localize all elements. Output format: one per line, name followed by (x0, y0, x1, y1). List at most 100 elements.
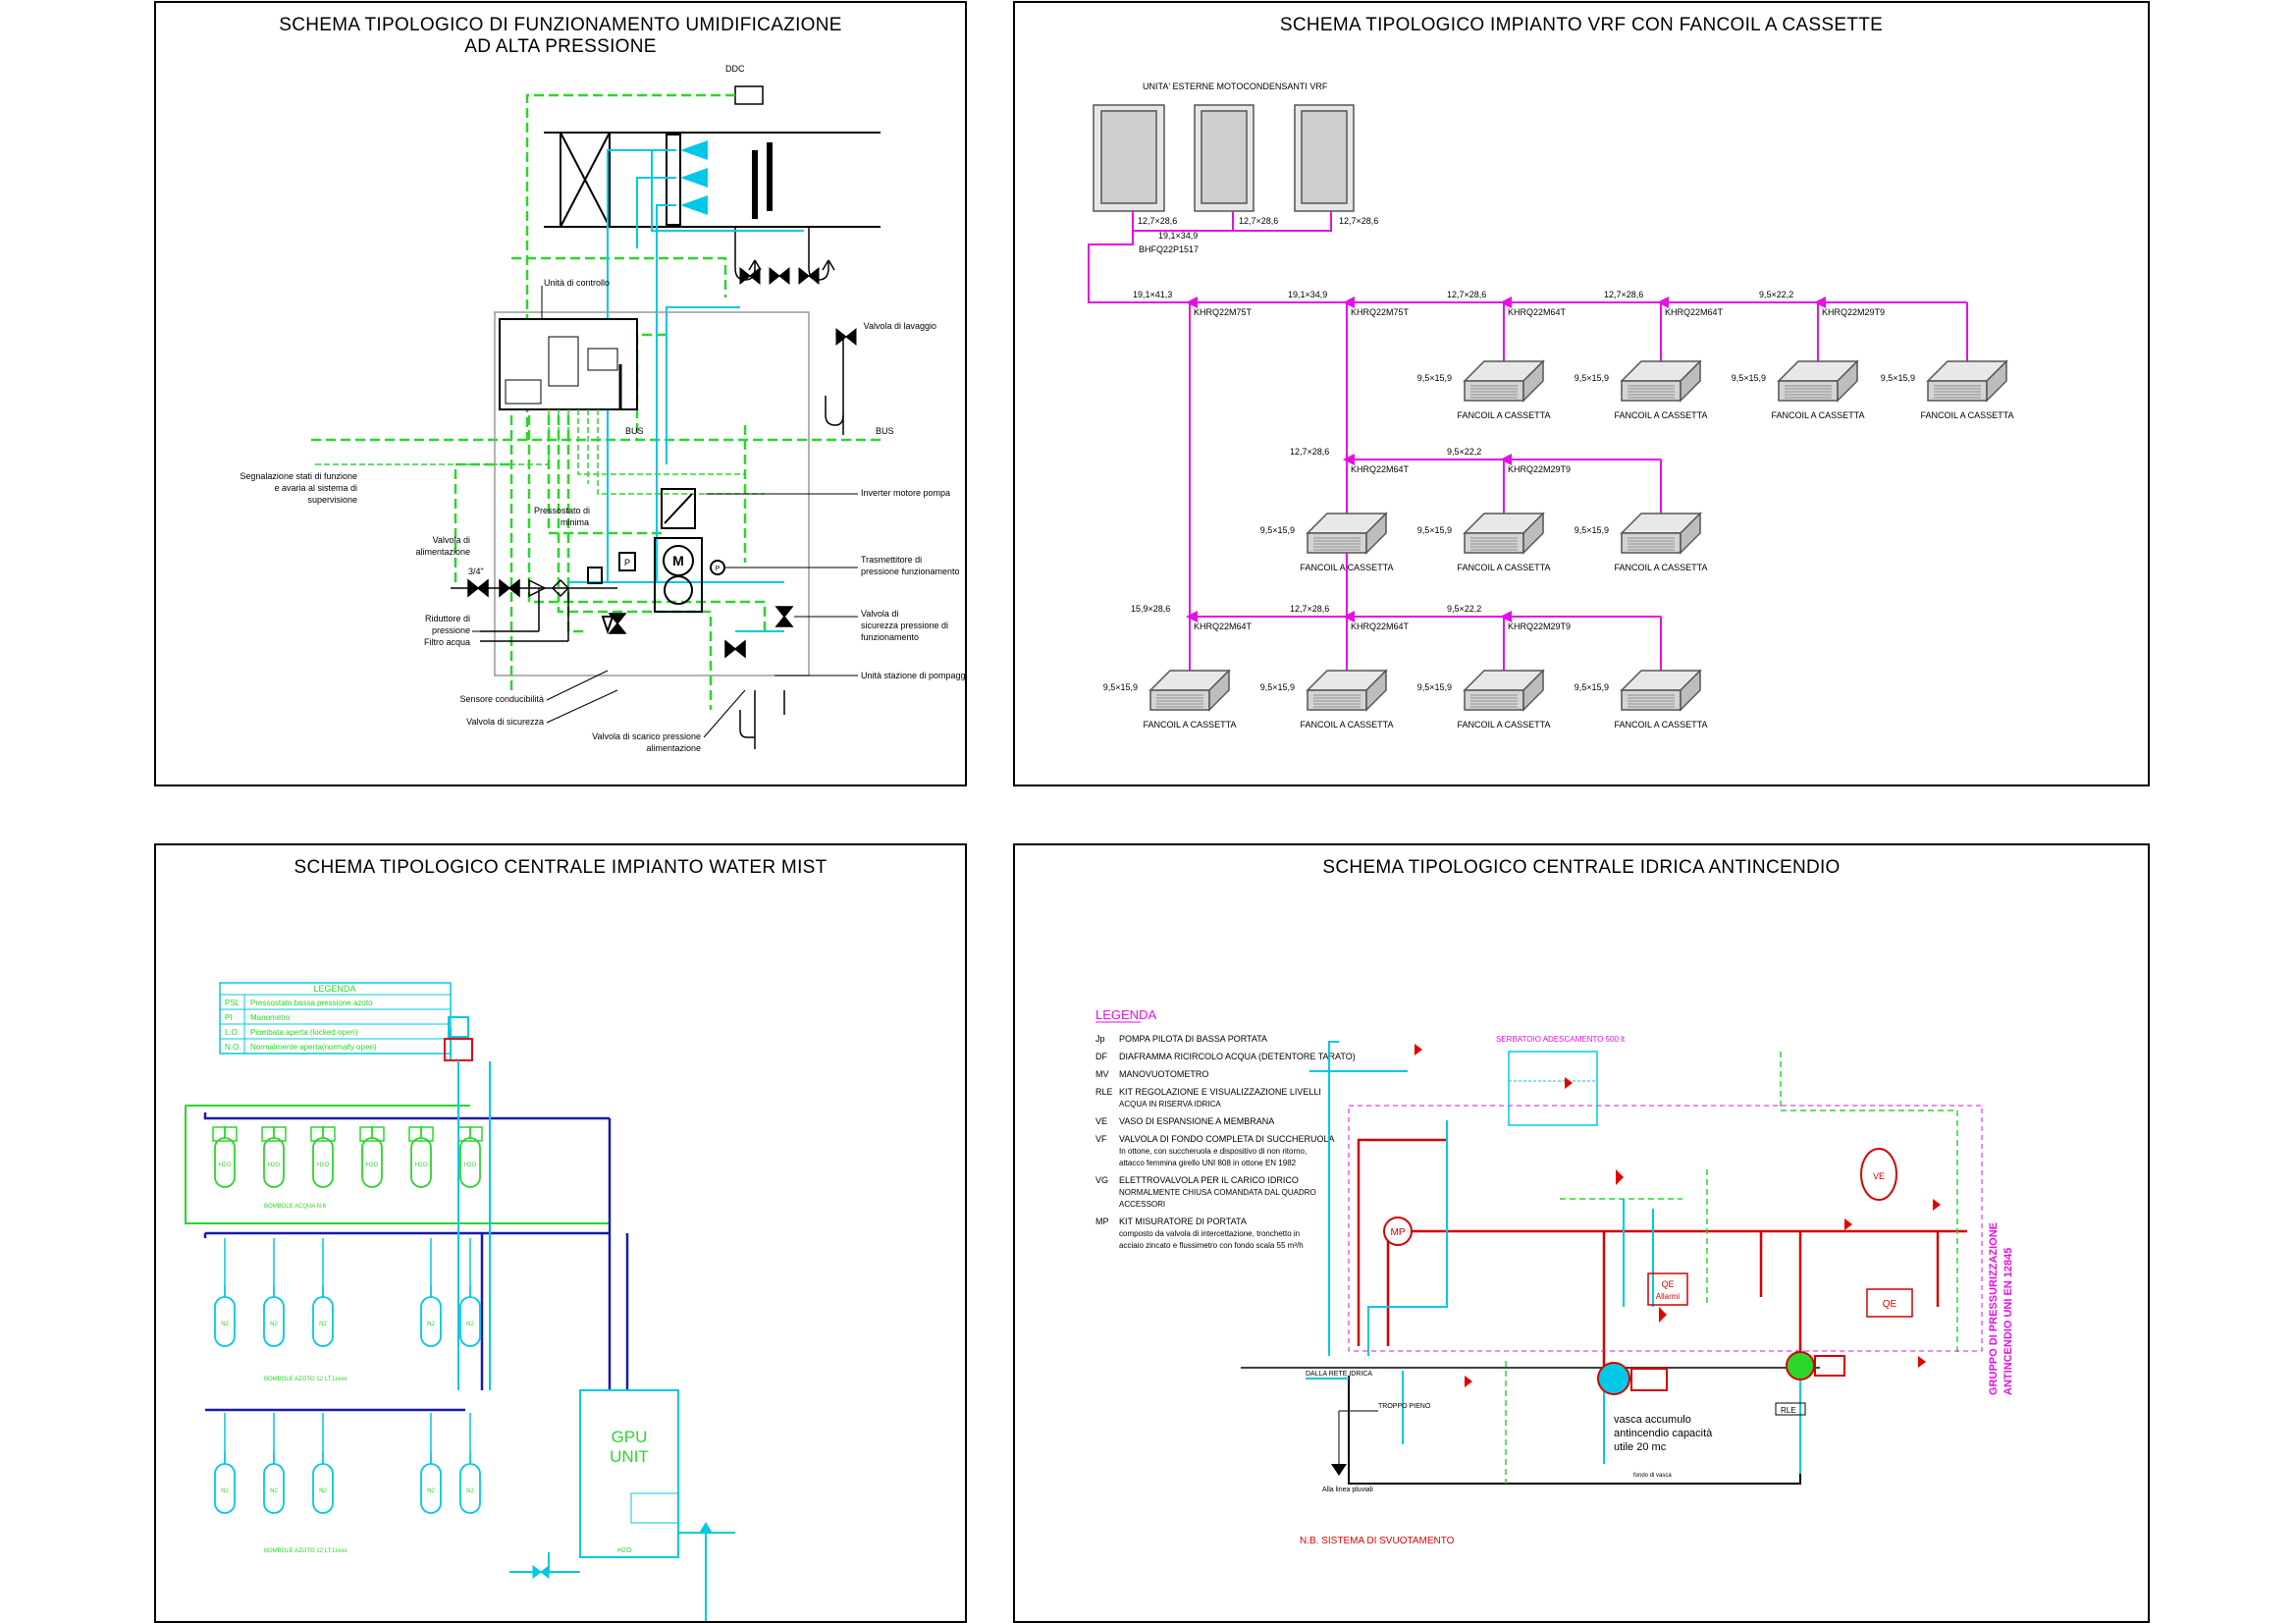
cylinder-valve (408, 1126, 434, 1142)
legend-desc: ACCESSORI (1119, 1200, 1165, 1209)
legend-code: MV (1095, 1069, 1109, 1079)
signals-label-2: e avaria al sistema di (274, 483, 357, 493)
control-unit-label: Unità di controllo (544, 278, 610, 288)
cassette-label: FANCOIL A CASSETTA (1457, 563, 1550, 572)
legend-desc: NORMALMENTE CHIUSA COMANDATA DAL QUADRO (1119, 1188, 1316, 1197)
cylinder-label: H2O (415, 1163, 428, 1168)
qe-alarm-label: Allarmi (1656, 1292, 1681, 1301)
pump-station-label: Unità stazione di pompaggio ad alta pres… (861, 671, 967, 680)
cylinder-label: N2 (270, 1488, 278, 1494)
cylinder-valve (212, 1126, 238, 1142)
cassette-label: FANCOIL A CASSETTA (1300, 563, 1393, 572)
joint-label: KHRQ22M64T (1351, 464, 1410, 474)
cylinder: N2 (214, 1285, 236, 1347)
reserve-tank: vasca accumulo antincendio capacità util… (1241, 1367, 1820, 1485)
discharge-label-1: Valvola di scarico pressione (592, 731, 701, 741)
panel-title: SCHEMA TIPOLOGICO CENTRALE IDRICA ANTINC… (1322, 857, 1841, 878)
cassette-pipe-size: 9,5×15,9 (1575, 682, 1609, 692)
cylinder: H2O (214, 1126, 236, 1188)
vrf-diagram: UNITA' ESTERNE MOTOCONDENSANTI VRF 12,7×… (1088, 81, 2014, 730)
legend-desc: composto da valvola di intercettazione, … (1119, 1229, 1300, 1238)
feed-valve-label-2: alimentazione (415, 547, 470, 557)
gpu-label-1: GPU (612, 1428, 648, 1446)
cassette-pipe-size: 9,5×15,9 (1575, 373, 1609, 383)
pressure-transmitter-glyph: P (716, 566, 721, 572)
legend-code: VG (1095, 1175, 1108, 1185)
panel-title: SCHEMA TIPOLOGICO DI FUNZIONAMENTO UMIDI… (156, 15, 965, 58)
cylinder-label: H2O (366, 1163, 379, 1168)
joint-label: KHRQ22M29T9 (1508, 464, 1571, 474)
cylinder: N2 (420, 1452, 442, 1514)
tank-label-3: utile 20 mc (1614, 1441, 1667, 1453)
joint-label: KHRQ22M64T (1508, 307, 1567, 317)
pipe-size: 19,1×41,3 (1133, 290, 1172, 299)
legend-code: DF (1095, 1052, 1107, 1061)
cassette-pipe-size: 9,5×15,9 (1417, 373, 1452, 383)
conductivity-label: Sensore conducibilità (459, 694, 544, 704)
min-pressure-label-1: Pressostato di (534, 506, 590, 515)
cylinder-valve (359, 1126, 385, 1142)
cylinder: H2O (263, 1126, 285, 1188)
panel-antincendio: SCHEMA TIPOLOGICO CENTRALE IDRICA ANTINC… (1013, 843, 2150, 1623)
bank-label: BOMBOLE AZOTO 12 LT.1xxxx (264, 1548, 347, 1554)
safety-valve-label-2: sicurezza pressione di (861, 621, 948, 630)
tank-label-1: vasca accumulo (1614, 1414, 1691, 1426)
cylinder: H2O (361, 1126, 383, 1188)
legend-desc: Manometro (250, 1013, 291, 1022)
cylinder-label: H2O (268, 1163, 281, 1168)
cassette-label: FANCOIL A CASSETTA (1143, 720, 1236, 730)
cassette-pipe-size: 9,5×15,9 (1260, 682, 1295, 692)
cylinder-label: H2O (317, 1163, 330, 1168)
pressure-switch-glyph: P (624, 558, 630, 568)
legend-code: PI (225, 1013, 233, 1022)
ddc-label: DDC (725, 64, 745, 74)
safety-valve-label-3: funzionamento (861, 632, 919, 642)
cassette-label: FANCOIL A CASSETTA (1300, 720, 1393, 730)
pipe-size: 19,1×34,9 (1158, 231, 1198, 241)
pipe-size: 12,7×28,6 (1138, 216, 1177, 226)
cylinder: N2 (459, 1285, 481, 1347)
gpu-unit: GPU UNIT (579, 1389, 679, 1558)
overflow-label: TROPPO PIENO (1378, 1403, 1431, 1410)
panel-vrf: SCHEMA TIPOLOGICO IMPIANTO VRF CON FANCO… (1013, 1, 2150, 786)
joint-label: KHRQ22M64T (1194, 622, 1253, 631)
cylinder: N2 (312, 1452, 334, 1514)
qe-label: QE (1661, 1279, 1674, 1289)
legend-desc: VASO DI ESPANSIONE A MEMBRANA (1119, 1116, 1274, 1126)
cylinder: N2 (459, 1452, 481, 1514)
legend-code: Jp (1095, 1034, 1105, 1044)
joint-label: KHRQ22M64T (1665, 307, 1724, 317)
legend-code: VE (1095, 1116, 1107, 1126)
refrigerant-piping (1088, 211, 1968, 680)
cylinder-label: N2 (319, 1488, 327, 1494)
legend-desc: KIT REGOLAZIONE E VISUALIZZAZIONE LIVELL… (1119, 1087, 1321, 1097)
pipe-size: 12,7×28,6 (1239, 216, 1278, 226)
motor-label: M (672, 553, 684, 568)
h2o-label: H2O (617, 1547, 632, 1554)
transmitter-label-1: Trasmettitore di (861, 555, 922, 565)
cassette-label: FANCOIL A CASSETTA (1457, 410, 1550, 420)
bhfq-label: BHFQ22P1517 (1139, 244, 1199, 254)
signals-label-3: supervisione (307, 495, 357, 505)
title-line-2: AD ALTA PRESSIONE (464, 36, 657, 57)
legend-desc: Pressostato bassa pressione azoto (250, 999, 373, 1007)
reducer-label-2: pressione (432, 625, 470, 635)
cylinder-label: N2 (466, 1322, 474, 1327)
bus-label-1: BUS (625, 426, 644, 436)
cylinder-label: N2 (221, 1322, 229, 1327)
wash-valve-label: Valvola di lavaggio (864, 321, 936, 331)
min-pressure-label-2: minima (561, 517, 589, 527)
pipe-size: 12,7×28,6 (1339, 216, 1378, 226)
cylinder: N2 (263, 1285, 285, 1347)
cassette-pipe-size: 9,5×15,9 (1417, 682, 1452, 692)
pipe-size: 12,7×28,6 (1447, 290, 1486, 299)
